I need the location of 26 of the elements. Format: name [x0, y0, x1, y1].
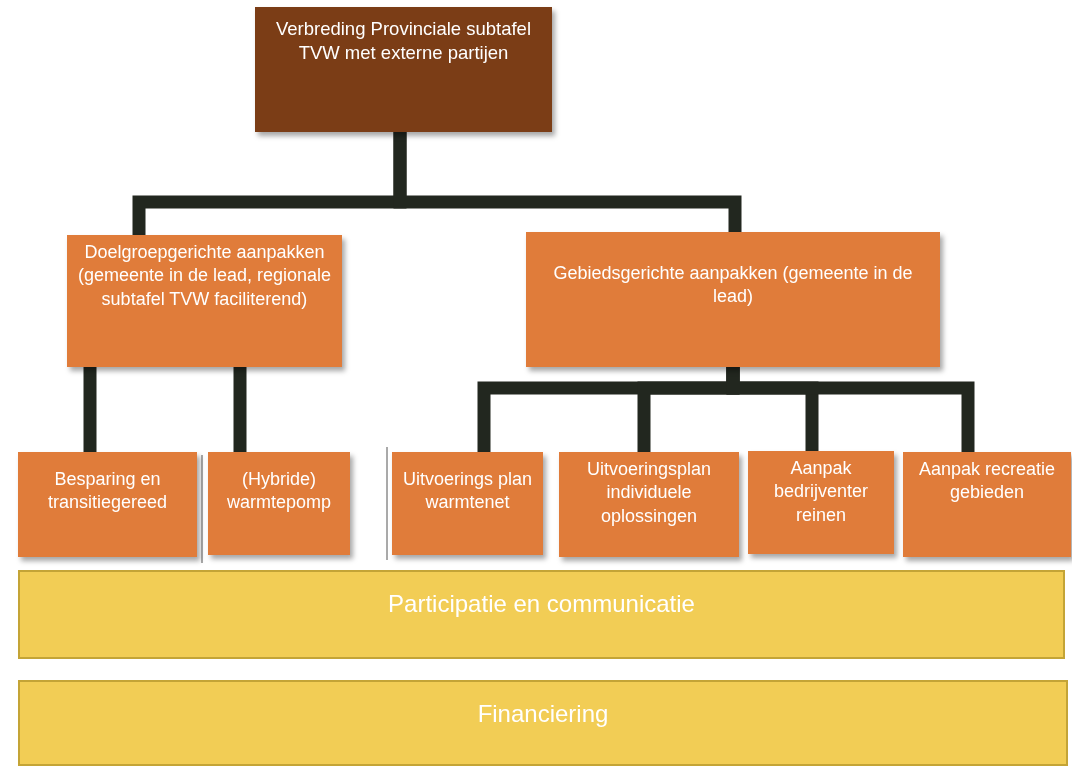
task-box [392, 452, 543, 555]
box-label: Aanpak recreatie gebieden [917, 458, 1057, 505]
box-label: Doelgroepgerichte aanpakken (gemeente in de lead, regionale subtafel TVW faciliterend) [76, 241, 333, 311]
box-label: Gebiedsgerichte aanpakken (gemeente in de lead) [552, 262, 914, 309]
connector-line [233, 367, 247, 452]
box-label: Besparing en transitiegereed [46, 468, 169, 515]
connector-line [83, 367, 97, 452]
task-box [748, 451, 894, 554]
foundation-band [18, 680, 1068, 766]
box-label: Financiering [476, 699, 610, 729]
task-box [18, 452, 197, 557]
task-box [208, 452, 350, 555]
branch-box [67, 235, 342, 367]
box-label: Verbreding Provinciale subtafel TVW met externe partijen [274, 17, 532, 66]
task-box [559, 452, 739, 557]
box-label: Uitvoeringsplan individuele oplossingen [585, 458, 713, 528]
box-label: Uitvoerings plan warmtenet [401, 468, 534, 515]
box-label: (Hybride) warmtepomp [225, 468, 332, 515]
branch-box [526, 232, 940, 367]
box-label: Aanpak bedrijventer reinen [772, 457, 870, 527]
foundation-band [18, 570, 1065, 659]
connector-line [393, 132, 742, 232]
box-label: Participatie en communicatie [387, 589, 696, 619]
task-box [903, 452, 1071, 557]
root-box [255, 7, 552, 132]
connector-line [726, 367, 975, 452]
